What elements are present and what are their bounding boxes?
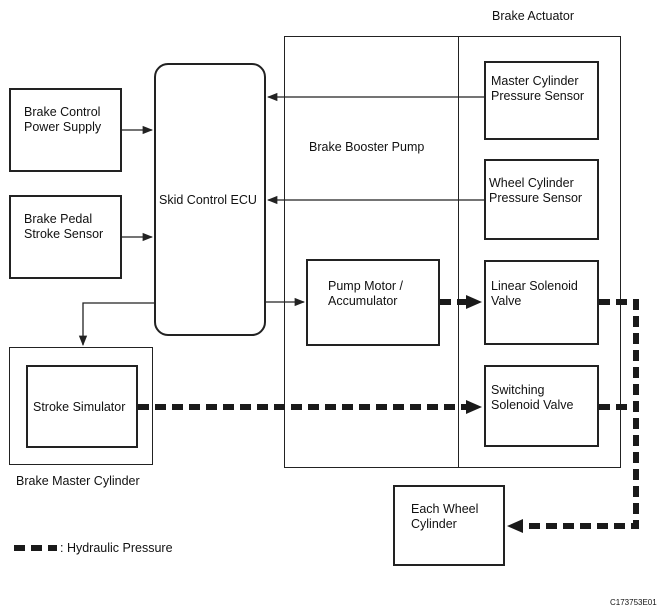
pump-to-linear-valve-arrowhead bbox=[466, 295, 482, 309]
ecu-to-stroke-simulator-arrow bbox=[78, 302, 154, 347]
linear-solenoid-valve-box bbox=[484, 260, 599, 345]
brake-booster-pump-label: Brake Booster Pump bbox=[309, 140, 425, 154]
brake-master-cylinder-title: Brake Master Cylinder bbox=[16, 474, 140, 488]
brake-control-power-supply-label: Brake Control Power Supply bbox=[24, 105, 102, 134]
skid-control-ecu-box bbox=[154, 63, 266, 336]
switching-solenoid-valve-box bbox=[484, 365, 599, 447]
switching-solenoid-valve-label: Switching Solenoid Valve bbox=[491, 383, 574, 412]
brake-master-cylinder-outer-box bbox=[9, 347, 153, 465]
wheel-cylinder-pressure-sensor-box bbox=[484, 159, 599, 240]
linear-valve-to-wheel-cylinder-hydraulic-line bbox=[524, 299, 639, 529]
legend-hydraulic-pressure-label: : Hydraulic Pressure bbox=[60, 541, 173, 555]
brake-pedal-stroke-sensor-label: Brake Pedal Stroke Sensor bbox=[24, 212, 104, 241]
to-wheel-cylinder-arrowhead bbox=[507, 519, 523, 533]
actuator-divider bbox=[458, 36, 459, 468]
stroke-simulator-label: Stroke Simulator bbox=[33, 400, 126, 414]
master-cylinder-pressure-sensor-label: Master Cylinder Pressure Sensor bbox=[491, 74, 585, 103]
brake-actuator-title: Brake Actuator bbox=[492, 9, 574, 23]
master-cylinder-pressure-sensor-box bbox=[484, 61, 599, 140]
pump-motor-accumulator-label: Pump Motor / Accumulator bbox=[328, 279, 404, 308]
stroke-simulator-box bbox=[26, 365, 138, 448]
brake-actuator-frame bbox=[284, 36, 621, 468]
each-wheel-cylinder-label: Each Wheel Cylinder bbox=[411, 502, 479, 531]
pump-motor-accumulator-box bbox=[306, 259, 440, 346]
brake-pedal-stroke-sensor-box bbox=[9, 195, 122, 279]
each-wheel-cylinder-box bbox=[393, 485, 505, 566]
skid-control-ecu-label: Skid Control ECU bbox=[159, 193, 257, 207]
figure-id-label: C173753E01 bbox=[610, 598, 657, 607]
brake-control-power-supply-box bbox=[9, 88, 122, 172]
linear-solenoid-valve-label: Linear Solenoid Valve bbox=[491, 279, 578, 308]
simulator-to-switching-valve-arrowhead bbox=[466, 400, 482, 414]
wheel-cylinder-pressure-sensor-label: Wheel Cylinder Pressure Sensor bbox=[489, 176, 583, 205]
